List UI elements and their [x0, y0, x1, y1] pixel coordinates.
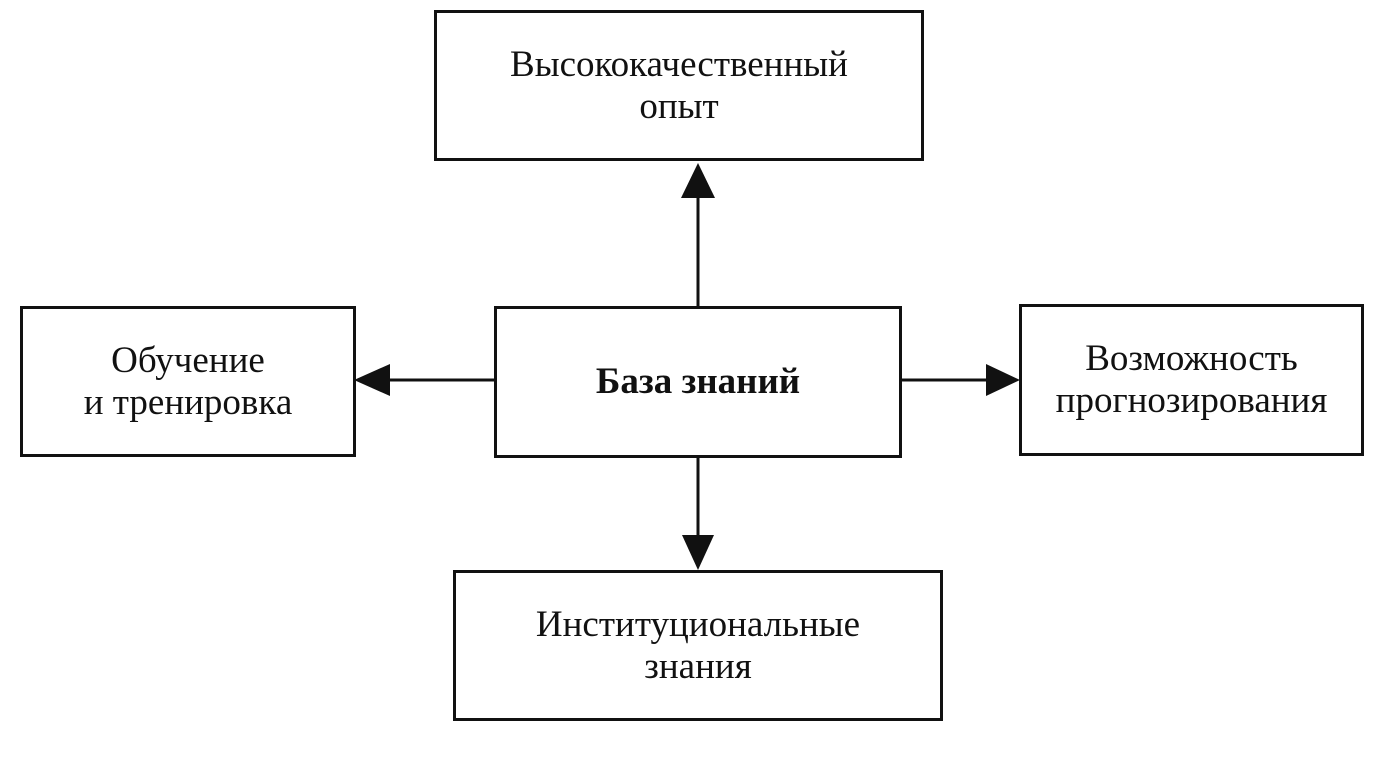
box-training: Обучение и тренировка	[20, 306, 356, 457]
box-right-line-1: Возможность	[1085, 338, 1298, 379]
arrowhead-left-icon	[354, 364, 390, 396]
box-bottom-line-2: знания	[644, 645, 752, 687]
box-right-line-2: прогнозирования	[1055, 380, 1328, 421]
box-knowledge-base: База знаний	[494, 306, 902, 458]
box-top-line-2: опыт	[639, 85, 719, 127]
box-high-quality-experience: Высококачественный опыт	[434, 10, 924, 161]
box-institutional-knowledge: Институциональные знания	[453, 570, 943, 721]
arrowhead-up-icon	[681, 163, 715, 198]
arrowhead-down-icon	[682, 535, 714, 570]
box-forecasting-capability: Возможность прогнозирования	[1019, 304, 1364, 456]
box-left-line-1: Обучение	[111, 339, 265, 381]
box-left-line-2: и тренировка	[83, 381, 293, 423]
box-bottom-line-1: Институциональные	[535, 603, 861, 645]
box-center-line-1: База знаний	[595, 361, 801, 402]
box-top-line-1: Высококачественный	[510, 43, 848, 85]
arrowhead-right-icon	[986, 364, 1020, 396]
